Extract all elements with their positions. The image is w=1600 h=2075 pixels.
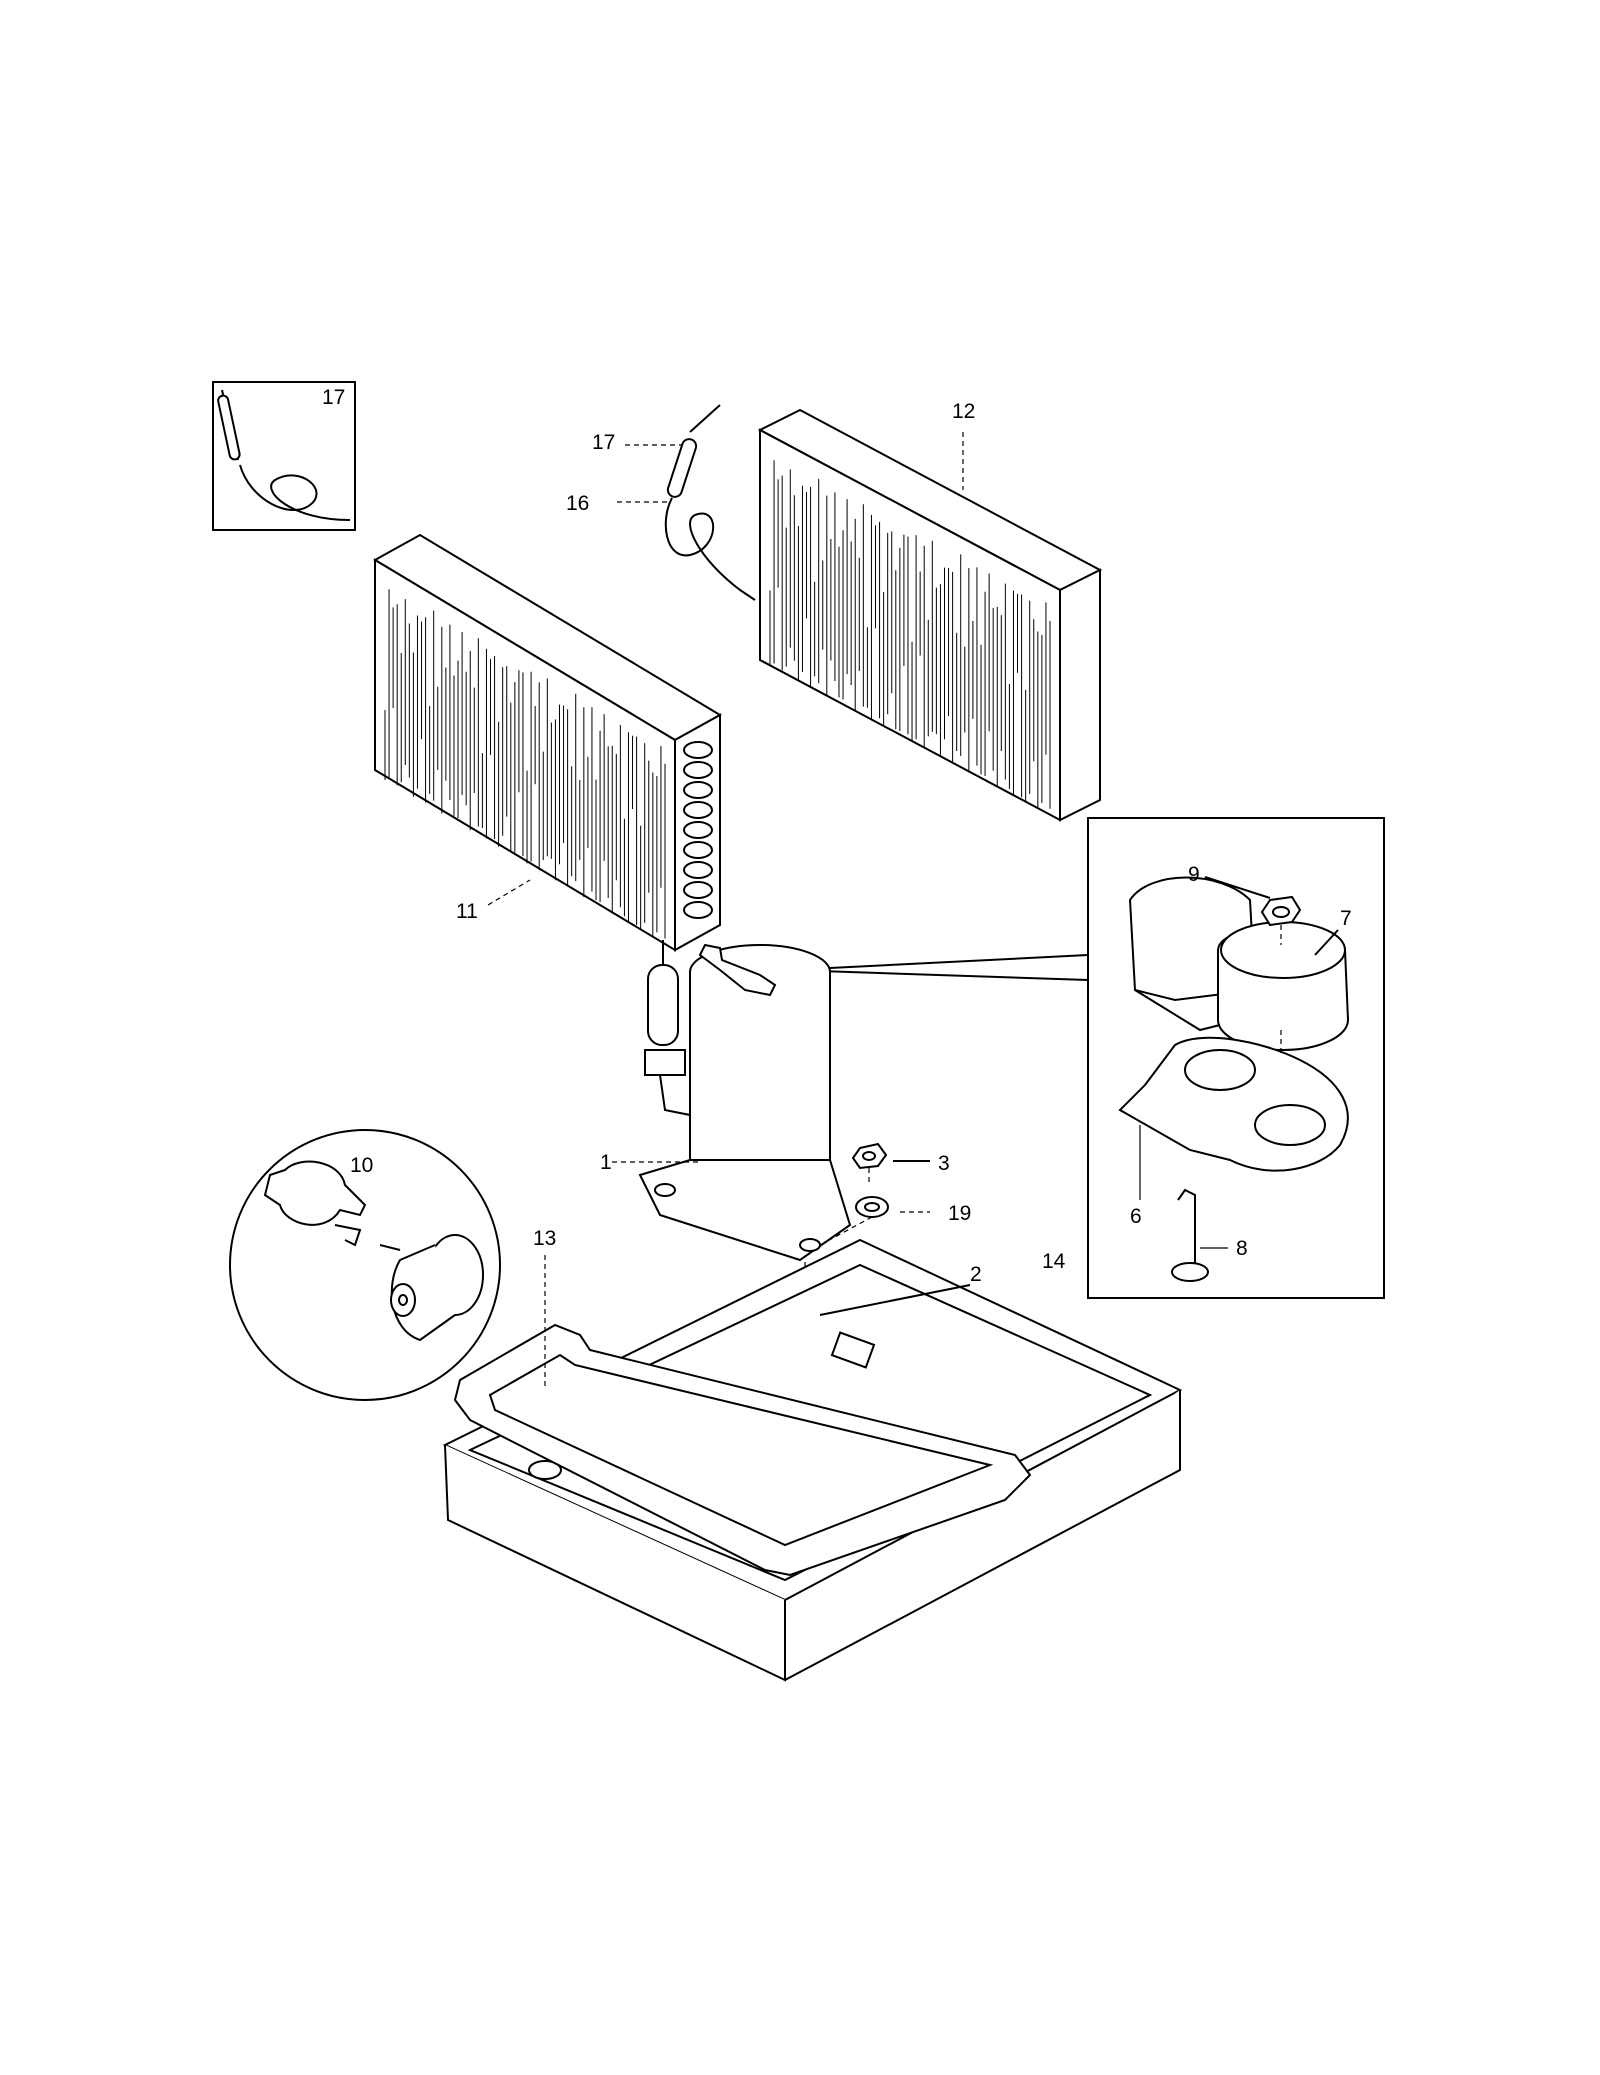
- coil-tube-bend: [683, 741, 713, 759]
- callout-17-inset: 17: [322, 386, 345, 409]
- coil-tube-bend: [683, 841, 713, 859]
- coil-tube-bend: [683, 861, 713, 879]
- coil-tube-bend: [683, 781, 713, 799]
- callout-16: 16: [566, 492, 589, 515]
- sensor-bulb: [664, 404, 756, 601]
- nut-3: [851, 1142, 888, 1185]
- coil-tube-bend: [683, 801, 713, 819]
- callout-19: 19: [948, 1202, 971, 1225]
- callout-6: 6: [1130, 1205, 1142, 1228]
- washer-19: [819, 1196, 889, 1246]
- circle-inset-capacitor: [229, 1129, 501, 1401]
- seal-gasket-13: [453, 1323, 1032, 1577]
- condenser-coil: [373, 533, 722, 952]
- callout-3: 3: [938, 1152, 950, 1175]
- callout-2: 2: [970, 1263, 982, 1286]
- inset-box-sensor: [212, 381, 356, 531]
- callout-13: 13: [533, 1227, 556, 1250]
- callout-14: 14: [1042, 1250, 1066, 1273]
- callout-11: 11: [456, 900, 478, 923]
- coil-tube-bend: [683, 901, 713, 919]
- callout-12: 12: [952, 400, 975, 423]
- coil-tube-bend: [683, 881, 713, 899]
- leader-lines: [487, 432, 1339, 1390]
- detail-box-compressor-cover: [1087, 817, 1385, 1299]
- detail-connector-lines: [789, 954, 1089, 981]
- compressor: [638, 940, 852, 1262]
- callout-17: 17: [592, 431, 615, 454]
- callout-10: 10: [350, 1154, 373, 1177]
- callout-8: 8: [1236, 1237, 1248, 1260]
- callout-9: 9: [1188, 863, 1200, 886]
- callouts: 17 17 16 12 11 9 7 1 3 19 2 14 6 8 10 13: [322, 386, 1352, 1286]
- coil-tube-bend: [683, 761, 713, 779]
- callout-7: 7: [1340, 907, 1352, 930]
- evaporator-coil: [757, 408, 1103, 822]
- coil-tube-bend: [683, 821, 713, 839]
- callout-1: 1: [600, 1151, 612, 1174]
